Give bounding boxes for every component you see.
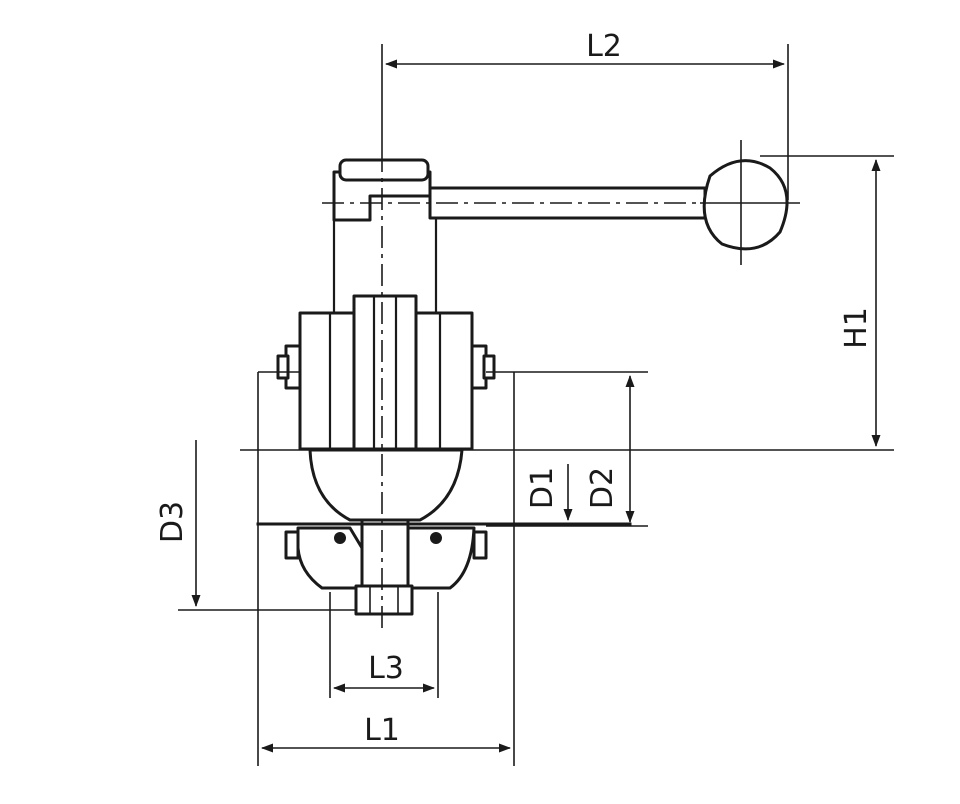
valve-lower-body: [256, 448, 632, 616]
label-D3: D3: [155, 501, 190, 543]
label-L1: L1: [364, 713, 400, 748]
handle-stem-cap: [338, 158, 430, 182]
bottom-nut: [354, 584, 414, 616]
label-L3: L3: [368, 651, 404, 686]
bolt-left-lower: [284, 530, 300, 560]
label-H1: H1: [839, 307, 874, 349]
valve-upper-body: [276, 218, 496, 451]
label-D1: D1: [525, 467, 560, 509]
handle-assembly: [322, 140, 800, 265]
handle-knob: [702, 159, 789, 251]
o-ring-left: [334, 532, 346, 544]
o-ring-right: [430, 532, 442, 544]
stem-bore: [360, 518, 410, 592]
extension-lines: [178, 44, 894, 766]
valve-bowl: [308, 448, 464, 522]
seal-left: [296, 526, 364, 590]
dimension-lines: [191, 59, 881, 753]
label-L2: L2: [586, 29, 622, 64]
stem-housing: [352, 294, 418, 451]
label-D2: D2: [585, 467, 620, 509]
dimension-labels: L2 H1 D2 D1 D3 L3 L1: [155, 29, 874, 748]
bolt-right-lower: [472, 530, 488, 560]
